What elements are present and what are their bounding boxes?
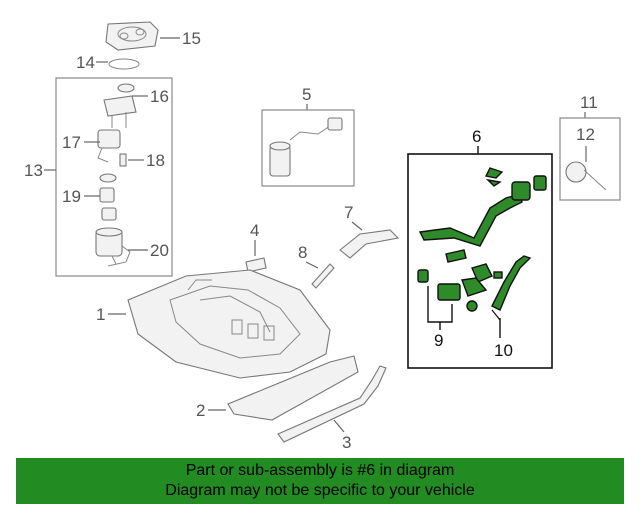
part-7-hose — [339, 229, 400, 259]
part-8-pipe — [311, 263, 335, 289]
callout-10: 10 — [494, 341, 513, 360]
parts-diagram: 15 14 13 16 17 18 19 20 5 1 — [24, 21, 621, 452]
leader-7 — [351, 221, 363, 231]
callout-19: 19 — [62, 187, 81, 206]
part-15-cover — [105, 21, 159, 51]
callout-16: 16 — [150, 87, 169, 106]
callout-7: 7 — [344, 203, 353, 222]
notice-line-2: Diagram may not be specific to your vehi… — [165, 482, 475, 499]
part-4-grommet — [245, 257, 267, 273]
callout-11: 11 — [580, 93, 598, 112]
callout-15: 15 — [182, 29, 201, 48]
callout-17: 17 — [62, 133, 81, 152]
callout-20: 20 — [150, 241, 169, 260]
callout-13: 13 — [24, 161, 43, 180]
part-3-strap — [277, 365, 387, 443]
callout-8: 8 — [298, 243, 307, 262]
part-14-gasket — [108, 58, 140, 70]
callout-12: 12 — [576, 125, 595, 144]
part-12-fuel-cap — [565, 161, 607, 191]
callout-9: 9 — [434, 331, 443, 350]
notice-banner: Part or sub-assembly is #6 in diagram Di… — [16, 458, 624, 504]
callout-14: 14 — [76, 53, 95, 72]
notice-line-1: Part or sub-assembly is #6 in diagram — [185, 462, 455, 479]
part-2-heat-shield — [227, 355, 359, 421]
callout-1: 1 — [96, 305, 105, 324]
part-5-parts — [269, 117, 343, 177]
part-6-filler-neck-assembly — [417, 167, 547, 321]
fuel-pump-parts — [95, 83, 137, 267]
callout-2: 2 — [196, 401, 205, 420]
leader-8 — [305, 261, 319, 269]
callout-6: 6 — [472, 127, 481, 146]
callout-3: 3 — [342, 433, 351, 452]
part-1-fuel-tank — [127, 269, 331, 379]
callout-5: 5 — [302, 85, 311, 104]
callout-18: 18 — [146, 151, 165, 170]
callout-4: 4 — [250, 221, 259, 240]
leader-3 — [333, 419, 345, 433]
part-11-box — [559, 117, 621, 201]
